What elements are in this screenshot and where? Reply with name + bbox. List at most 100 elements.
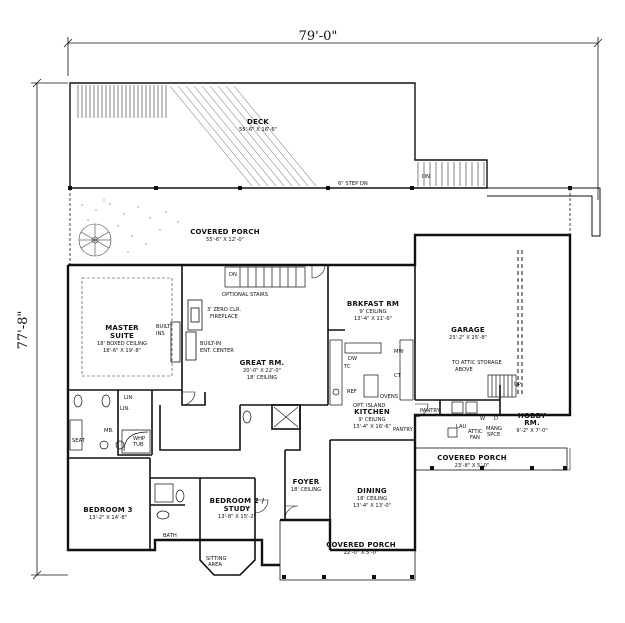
front-porch-name: COVERED PORCH [326,541,396,549]
opt-island-label: OPT. ISLAND [353,403,385,409]
breakfast-room-ceiling: 9' CEILING [359,309,386,315]
dw-label: DW [348,356,357,362]
step-label: 6" STEP DN [338,181,368,187]
garage-door [517,250,523,395]
dining-ceiling: 18' CEILING [357,496,387,502]
optional-stairs-label: OPTIONAL STAIRS [222,292,268,298]
deck-boards [77,85,167,118]
interior-walls [68,265,501,550]
mang-label-2: SPCE [487,432,500,438]
dining-name: DINING [357,487,387,495]
bath2-fixtures [154,483,185,520]
side-porch-size: 23'-8" X 5'-0" [455,463,490,469]
mb-label: MB. [104,428,114,434]
ovens-label: OVENS [380,394,398,400]
breakfast-room-size: 13'-4" X 11'-6" [354,316,392,322]
built-ins-label-2: INS [156,331,165,337]
kitchen-ceiling: 9' CEILING [358,417,385,423]
bedroom-3-size: 13'-2" X 14'-8" [89,515,127,521]
rear-porch-size: 55'-6" X 12'-0" [206,237,244,243]
kitchen-name: KITCHEN [354,408,390,416]
front-covered-porch [279,520,416,581]
attic-storage-label-2: ABOVE [455,367,473,373]
master-bath-fixtures [69,394,151,454]
ent-center [185,331,197,361]
dryer-label: D [494,416,498,422]
garage-size: 23'-2" X 25'-8" [449,335,487,341]
optional-stairs [224,266,306,288]
built-in-cabinet [170,321,181,363]
built-in-label-2: ENT. CENTER [200,348,234,354]
deck-stair [417,162,485,186]
washer-label: W [480,416,485,422]
fireplace-label-1: 3' ZERO CLR. [207,307,241,313]
depth-dimension: 77'-8" [16,311,31,350]
foyer-name: FOYER [293,478,320,486]
side-covered-porch [414,447,571,471]
garage-stairs [487,374,517,398]
hobby-room-name-2: RM. [524,419,540,427]
seat-label: SEAT [72,438,86,444]
closet-x [273,406,299,428]
dining-size: 13'-4" X 13'-0" [353,503,391,509]
master-suite-size: 18'-6" X 19'-8" [103,348,141,354]
whp-label-2: TUB [132,442,144,448]
hobby-room-name: HOBBY [518,412,547,420]
bedroom-2-size: 13'-8" X 15'-2" [218,514,256,520]
width-dimension: 79'-0" [299,29,338,44]
deck-name: DECK [247,118,269,126]
front-porch-size: 22'-0" X 5'-0" [344,550,379,556]
garage-name: GARAGE [451,326,485,334]
attic-fan-label-1: ATTIC [468,429,483,435]
fireplace-label-2: FIREPLACE [210,314,238,320]
ct-label: CT [394,373,402,379]
tc-label: TC [343,364,351,370]
laundry-fixtures [447,401,478,438]
pantry-label-2: PANTRY [393,427,414,433]
attic-storage-label-1: TO ATTIC STORAGE [451,360,502,366]
stairs-dn-label: DN [229,272,237,278]
stipple [81,199,179,253]
master-suite-name: MASTER [105,324,139,332]
door-swings [181,264,429,520]
rear-covered-porch [68,186,572,265]
master-suite-name-2: SUITE [110,332,134,340]
boxed-ceiling-outline [81,277,173,377]
spiral-stair [78,223,112,257]
great-room-size: 20'-0" X 22'-0" [243,368,281,374]
built-ins-label-1: BUILT [156,324,171,330]
lin-label-2: LIN. [120,406,130,412]
side-porch-name: COVERED PORCH [437,454,507,462]
porch-posts [68,186,572,190]
great-room-name: GREAT RM. [240,359,285,367]
foyer-ceiling: 18' CEILING [291,487,321,493]
master-suite-ceiling: 18' BOXED CEILING [97,341,147,347]
great-room-ceiling: 18' CEILING [247,375,277,381]
hobby-room-size: 9'-2" X 7'-0" [516,428,547,434]
built-in-label-1: BUILT-IN [200,341,221,347]
pantry-label-1: PANTRY [420,408,441,414]
hall-toilet [242,410,252,424]
bedroom-2-name: BEDROOM 2 / [210,497,265,505]
deck [69,82,601,237]
ref-label: REF [347,389,357,395]
bath-label: BATH [163,533,177,539]
mang-label-1: MANG [486,426,502,432]
bedroom-2-name-2: STUDY [224,505,252,513]
sitting-label-1: SITTING [206,556,227,562]
deck-dn-label: DN [422,174,430,180]
kitchen-fixtures [329,339,414,406]
fireplace [187,299,203,331]
garage-up-label: UP [514,382,521,388]
sitting-label-2: AREA [208,562,222,568]
attic-fan-label-2: FAN [470,435,480,441]
dimension-lines [31,37,603,580]
lin-label-1: LIN [124,395,132,401]
whp-label-1: WHP [133,436,145,442]
sitting-bay [199,540,256,576]
bedroom-3-name: BEDROOM 3 [83,506,132,514]
lau-label: LAU [456,424,467,430]
deck-side-rail [487,187,601,237]
rear-porch-name: COVERED PORCH [190,228,260,236]
